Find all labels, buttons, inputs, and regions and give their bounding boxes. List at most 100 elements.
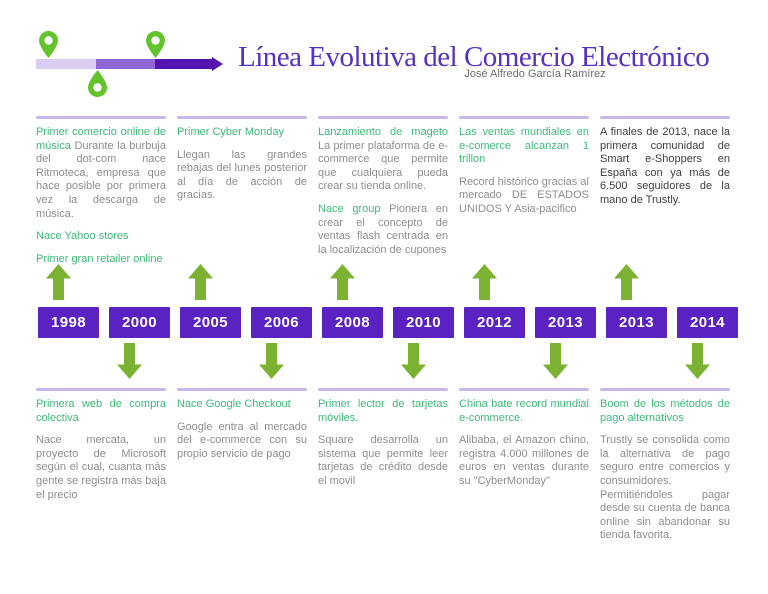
year-label: 2008 (335, 314, 370, 331)
text-block: Alibaba, el Amazon chino, registra 4.000… (459, 434, 589, 488)
year-label: 2013 (619, 314, 654, 331)
map-pin-icon (38, 31, 59, 58)
event-title: Lanzamiento de mageto (318, 126, 448, 138)
event-description: La primer plataforma de e-commerce que p… (318, 139, 448, 193)
event-description: Permitiéndoles pagar desde su cuenta de … (600, 488, 730, 542)
timeline-slot: 2013 (606, 262, 667, 383)
map-pin-icon-flipped (87, 70, 108, 97)
event-description: Pionera en crear el concepto de ventas f… (318, 202, 448, 256)
timeline-slot: 2006 (251, 262, 312, 383)
year-box: 2014 (677, 307, 738, 338)
top-column-4: Las ventas mundiales en e-comerce alcanz… (459, 116, 589, 266)
column-divider (459, 388, 589, 391)
text-block: Nace Google Checkout (177, 398, 307, 412)
event-title: Nace Yahoo stores (36, 230, 129, 243)
down-arrow-icon (685, 338, 710, 383)
event-description: Nace mercata, un proyecto de Microsoft s… (36, 434, 166, 501)
up-arrow-icon (46, 262, 71, 307)
top-column-1: Primer comercio online de música Durante… (36, 116, 166, 266)
text-block: Primer lector de tarjetas móviles. (318, 398, 448, 425)
up-arrow-icon (330, 262, 355, 307)
event-title: China bate record mundial e-commerce. (459, 398, 589, 424)
progress-bar (36, 59, 212, 69)
text-block: Boom de los métodos de pago alternativos (600, 398, 730, 425)
text-block: Trustly se consolida como la alternativa… (600, 434, 730, 488)
down-arrow-icon (543, 338, 568, 383)
year-box: 2013 (606, 307, 667, 338)
column-divider (600, 388, 730, 391)
year-box: 2006 (251, 307, 312, 338)
year-box: 2008 (322, 307, 383, 338)
text-block: Primer gran retailer online (36, 253, 166, 267)
event-description: Trustly se consolida como la alternativa… (600, 434, 730, 487)
text-block: Permitiéndoles pagar desde su cuenta de … (600, 489, 730, 543)
text-block: Primer Cyber Monday (177, 126, 307, 140)
column-divider (459, 116, 589, 119)
column-divider (36, 116, 166, 119)
text-block: Las ventas mundiales en e-comerce alcanz… (459, 126, 589, 167)
event-title: Primera web de compra colectiva (36, 398, 166, 424)
event-description: Durante la burbuja del dot-com nace Ritm… (36, 139, 166, 220)
timeline-slot: 2013 (535, 262, 596, 383)
text-block: Nace group Pionera en crear el concepto … (318, 203, 448, 257)
progress-segment-mid (96, 59, 155, 69)
column-divider (318, 388, 448, 391)
year-box: 2010 (393, 307, 454, 338)
text-block: Google entra al mercado del e-commerce c… (177, 421, 307, 462)
text-block: A finales de 2013, nace la primera comun… (600, 126, 730, 208)
up-arrow-icon (188, 262, 213, 307)
text-block: Primera web de compra colectiva (36, 398, 166, 425)
top-column-3: Lanzamiento de mageto La primer platafor… (318, 116, 448, 266)
year-label: 2005 (193, 314, 228, 331)
header-decoration (36, 26, 236, 104)
progress-segment-dark (155, 59, 212, 69)
down-arrow-icon (117, 338, 142, 383)
bottom-column-3: Primer lector de tarjetas móviles. Square… (318, 388, 448, 543)
year-box: 2005 (180, 307, 241, 338)
year-box: 2013 (535, 307, 596, 338)
down-arrow-icon (259, 338, 284, 383)
timeline-slot: 2008 (322, 262, 383, 383)
progress-segment-light (36, 59, 96, 69)
event-description: Square desarrolla un sistema que permite… (318, 434, 448, 487)
bottom-column-5: Boom de los métodos de pago alternativos… (600, 388, 730, 543)
down-arrow-icon (401, 338, 426, 383)
text-block: Square desarrolla un sistema que permite… (318, 434, 448, 488)
year-box: 2000 (109, 307, 170, 338)
column-divider (36, 388, 166, 391)
event-title: Nace group (318, 202, 381, 215)
top-events-row: Primer comercio online de música Durante… (36, 116, 730, 266)
progress-arrow-tip (212, 57, 223, 71)
year-label: 1998 (51, 314, 86, 331)
year-label: 2013 (548, 314, 583, 331)
event-title: Primer gran retailer online (36, 252, 163, 265)
up-arrow-icon (614, 262, 639, 307)
timeline-slot: 2014 (677, 262, 738, 383)
year-label: 2006 (264, 314, 299, 331)
text-block: Lanzamiento de mageto La primer platafor… (318, 126, 448, 194)
timeline-slot: 2010 (393, 262, 454, 383)
event-title: Primer Cyber Monday (177, 126, 284, 138)
column-divider (318, 116, 448, 119)
top-column-5: A finales de 2013, nace la primera comun… (600, 116, 730, 266)
event-description: Alibaba, el Amazon chino, registra 4.000… (459, 434, 589, 487)
year-label: 2012 (477, 314, 512, 331)
year-label: 2010 (406, 314, 441, 331)
event-description: A finales de 2013, nace la primera comun… (600, 126, 730, 206)
event-title: Primer comercio online de música (36, 126, 166, 152)
map-pin-icon (145, 31, 166, 58)
year-box: 1998 (38, 307, 99, 338)
year-label: 2014 (690, 314, 725, 331)
text-block: Llegan las grandes rebajas del lunes pos… (177, 149, 307, 203)
text-block: Record histórico gracias al mercado DE E… (459, 176, 589, 217)
event-title: Boom de los métodos de pago alternativos (600, 398, 730, 424)
event-description: Record histórico gracias al mercado DE E… (459, 175, 589, 215)
column-divider (177, 388, 307, 391)
event-description: Google entra al mercado del e-commerce c… (177, 420, 307, 460)
event-title: Nace Google Checkout (177, 398, 291, 410)
